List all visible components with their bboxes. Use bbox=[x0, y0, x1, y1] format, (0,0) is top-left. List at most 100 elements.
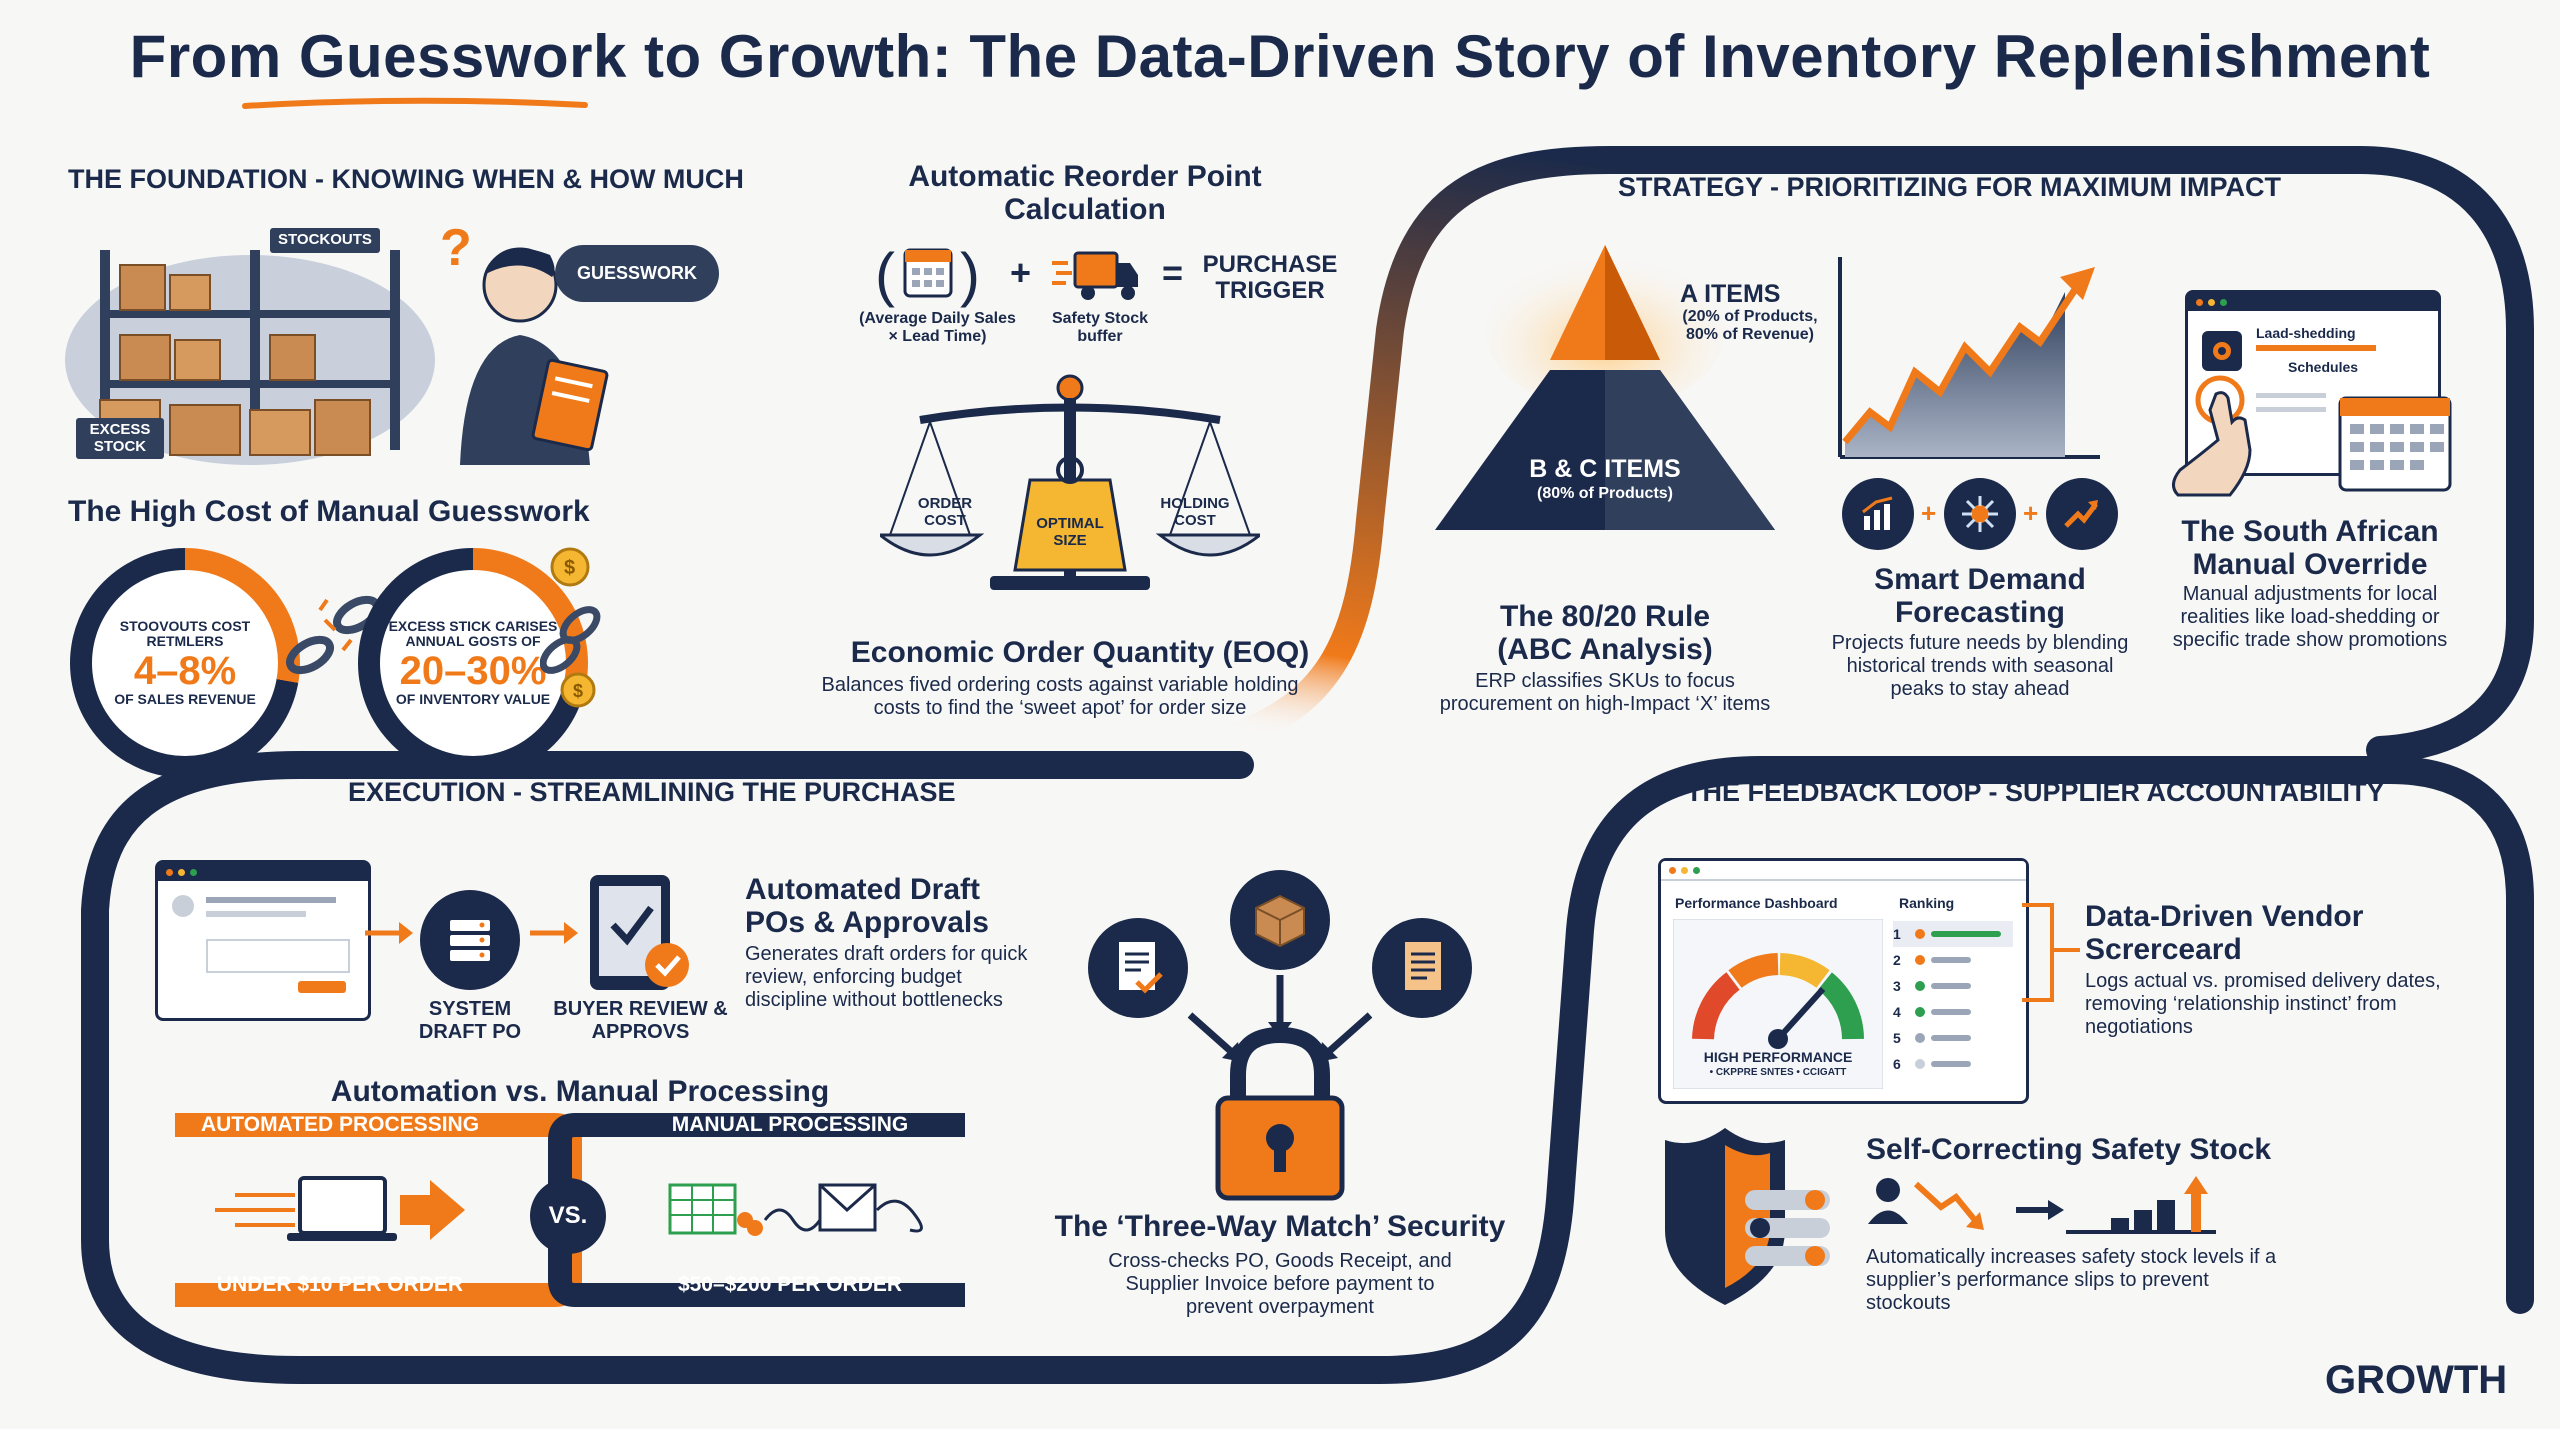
rank-number: 6 bbox=[1893, 1056, 1901, 1072]
panel-line bbox=[2256, 393, 2326, 398]
rank-status-dot bbox=[1915, 955, 1925, 965]
vs-badge: VS. bbox=[530, 1178, 606, 1254]
order-cost-label: ORDER COST bbox=[917, 495, 973, 530]
stockouts-tag: STOCKOUTS bbox=[270, 228, 380, 253]
ranking-row: 2 bbox=[1893, 947, 2013, 973]
vendor-heading: Data-Driven Vendor Screrceard bbox=[2085, 900, 2364, 966]
screen-line bbox=[206, 897, 336, 903]
ranking-label: Ranking bbox=[1899, 895, 1955, 911]
compare-heading: Automation vs. Manual Processing bbox=[330, 1075, 830, 1108]
draft-body: Generates draft orders for quick review,… bbox=[745, 943, 1028, 1011]
system-draft-label: SYSTEM DRAFT PO bbox=[418, 998, 522, 1043]
manual-cost-label: $50–$200 PER ORDER bbox=[677, 1273, 903, 1296]
equals-sign: = bbox=[1162, 252, 1184, 293]
bc-items-detail: (80% of Products) bbox=[1536, 485, 1673, 502]
growth-label: GROWTH bbox=[2325, 1358, 2508, 1402]
trend-chart-icon bbox=[1842, 478, 1914, 550]
forecast-heading: Smart Demand Forecasting bbox=[1874, 563, 2086, 629]
svg-text:$: $ bbox=[573, 681, 583, 701]
po-document-icon bbox=[1088, 918, 1188, 1018]
plus-icon-2: + bbox=[2023, 498, 2039, 528]
plus-sign: + bbox=[1010, 252, 1032, 293]
foundation-heading: THE FOUNDATION - KNOWING WHEN & HOW MUCH bbox=[68, 164, 744, 194]
feedback-heading: THE FEEDBACK LOOP - SUPPLIER ACCOUNTABIL… bbox=[1686, 777, 2385, 807]
ranking-row: 6 bbox=[1893, 1051, 2013, 1077]
a-items-detail: (20% of Products, 80% of Revenue) bbox=[1682, 308, 1818, 344]
ranking-row: 5 bbox=[1893, 1025, 2013, 1051]
svg-text:(: ( bbox=[875, 241, 895, 308]
buyer-review-label: BUYER REVIEW & APPROVS bbox=[553, 998, 728, 1043]
cost-heading: The High Cost of Manual Guesswork bbox=[68, 495, 590, 528]
screen-line bbox=[206, 911, 306, 917]
title-underline bbox=[242, 97, 588, 109]
sa-heading: The South African Manual Override bbox=[2181, 515, 2439, 581]
rank-bar bbox=[1931, 983, 1971, 989]
growth-arrow-icon bbox=[2046, 478, 2118, 550]
svg-text:): ) bbox=[960, 241, 980, 308]
panel-line bbox=[2256, 407, 2326, 412]
excess-stock-tag: EXCESS STOCK bbox=[76, 418, 164, 459]
rank-status-dot bbox=[1915, 1059, 1925, 1069]
rule-body: ERP classifies SKUs to focus procurement… bbox=[1439, 670, 1771, 715]
warehouse-illustration bbox=[65, 250, 435, 465]
rank-number: 3 bbox=[1893, 978, 1901, 994]
strategy-heading: STRATEGY - PRIORITIZING FOR MAXIMUM IMPA… bbox=[1618, 172, 2281, 202]
rank-bar bbox=[1931, 1009, 1971, 1015]
sa-body: Manual adjustments for local realities l… bbox=[2172, 583, 2448, 651]
ring1-top-text: STOOVOUTS COST RETMLERS bbox=[119, 617, 251, 650]
optimal-size-label: OPTIMAL SIZE bbox=[1036, 515, 1104, 550]
vendor-body: Logs actual vs. promised delivery dates,… bbox=[2085, 970, 2441, 1038]
ranking-row: 4 bbox=[1893, 999, 2013, 1025]
screen-submit bbox=[298, 981, 346, 993]
rank-status-dot bbox=[1915, 981, 1925, 991]
a-items-label: A ITEMS bbox=[1680, 280, 1781, 308]
eoq-body: Balances fived ordering costs against va… bbox=[821, 674, 1299, 719]
rank-number: 2 bbox=[1893, 952, 1901, 968]
holding-cost-label: HOLDING COST bbox=[1160, 495, 1230, 530]
panel-subtitle: Schedules bbox=[2288, 359, 2359, 375]
manual-processing-label: MANUAL PROCESSING bbox=[671, 1113, 909, 1136]
safety-heading: Self-Correcting Safety Stock bbox=[1866, 1133, 2272, 1166]
excess-cost-ring: EXCESS STICK CARISES ANNUAL GOSTS OF 20–… bbox=[358, 548, 588, 778]
match-heading: The ‘Three-Way Match’ Security bbox=[1054, 1210, 1506, 1243]
avatar bbox=[172, 895, 194, 917]
calendar-icon: ( ) bbox=[875, 241, 980, 308]
gear-icon bbox=[2202, 331, 2242, 371]
safety-stock-adjust-icons bbox=[1868, 1176, 2216, 1234]
rank-bar bbox=[1931, 1061, 1971, 1067]
server-icon bbox=[420, 890, 520, 990]
rank-number: 4 bbox=[1893, 1004, 1901, 1020]
ring2-top-text: EXCESS STICK CARISES ANNUAL GOSTS OF bbox=[388, 617, 558, 650]
ring2-value: 20–30% bbox=[399, 648, 547, 693]
svg-text:$: $ bbox=[564, 557, 575, 579]
seasonal-sun-snow-icon bbox=[1944, 478, 2016, 550]
gauge-sublabel: • CKPPRE SNTES • CCIGATT bbox=[1709, 1067, 1847, 1078]
padlock-illustration bbox=[1187, 975, 1373, 1201]
bracket-connector bbox=[2022, 903, 2080, 1002]
forecast-body: Projects future needs by blending histor… bbox=[1831, 632, 2129, 700]
performance-gauge bbox=[1673, 919, 1883, 1089]
rank-status-dot bbox=[1915, 1007, 1925, 1017]
ring2-bottom-text: OF INVENTORY VALUE bbox=[395, 690, 551, 707]
ring1-bottom-text: OF SALES REVENUE bbox=[114, 690, 256, 707]
execution-heading: EXECUTION - STREAMLINING THE PURCHASE bbox=[348, 777, 956, 807]
purchase-trigger: PURCHASE TRIGGER bbox=[1202, 251, 1338, 305]
performance-dashboard: Performance Dashboard Ranking HIGH PERFO… bbox=[1658, 858, 2029, 1104]
forecast-chart-illustration bbox=[1838, 257, 2100, 459]
box-icon bbox=[1230, 870, 1330, 970]
rank-bar bbox=[1931, 957, 1971, 963]
eoq-heading: Economic Order Quantity (EOQ) bbox=[850, 636, 1310, 669]
ranking-row: 3 bbox=[1893, 973, 2013, 999]
stockout-cost-ring: STOOVOUTS COST RETMLERS 4–8% OF SALES RE… bbox=[70, 548, 300, 778]
draft-po-screen bbox=[155, 860, 371, 1021]
term-daily-sales: (Average Daily Sales × Lead Time) bbox=[859, 310, 1016, 346]
arrow-right-icon bbox=[365, 922, 413, 944]
dashboard-title: Performance Dashboard bbox=[1675, 895, 1838, 911]
arrow-right-icon bbox=[530, 922, 578, 944]
ranking-row: 1 bbox=[1893, 921, 2013, 947]
reorder-heading: Automatic Reorder Point Calculation bbox=[908, 160, 1262, 226]
coins-chain-icon: $ $ bbox=[540, 547, 601, 708]
svg-text:?: ? bbox=[440, 219, 472, 277]
abc-pyramid-illustration bbox=[1435, 245, 1775, 530]
